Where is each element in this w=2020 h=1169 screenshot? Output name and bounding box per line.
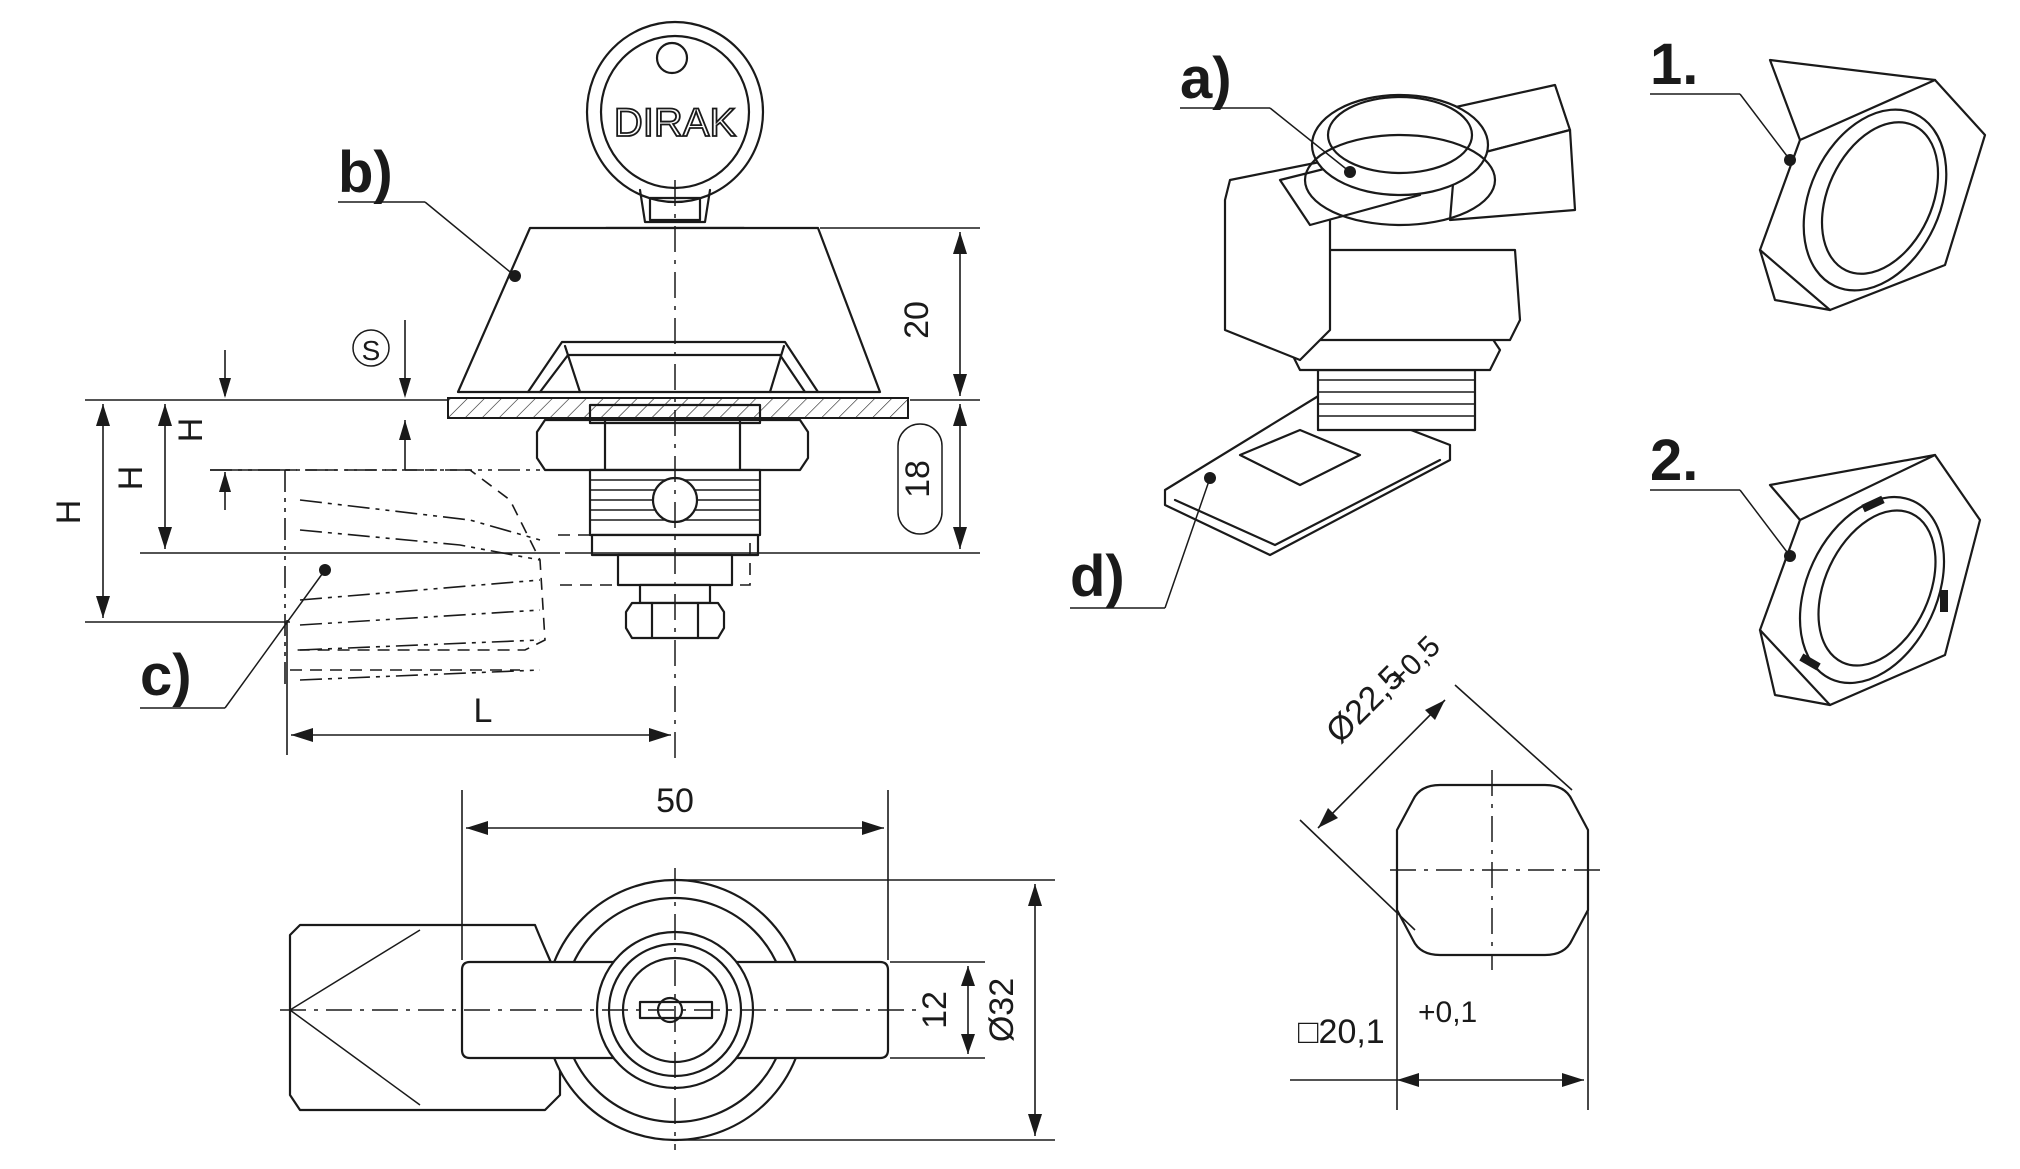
dim-50-label: 50: [656, 782, 694, 820]
hex-nut-2: 2.: [1650, 428, 1982, 707]
callout-c: c): [140, 564, 331, 709]
callout-b: b): [338, 140, 521, 282]
dimension-12: 12: [890, 961, 985, 1059]
dim-20-label: 20: [898, 301, 936, 339]
dim-h-outer-label: H: [50, 500, 88, 525]
dim-32-label: Ø32: [983, 978, 1021, 1042]
wing-handle-side: [456, 226, 882, 394]
dim-l-label: L: [474, 692, 493, 730]
callout-b-label: b): [338, 140, 393, 205]
callout-d-label: d): [1070, 544, 1125, 609]
cutout-square-tolerance: +0,1: [1418, 996, 1477, 1029]
mounting-panel: [447, 397, 909, 419]
callout-c-label: c): [140, 643, 192, 708]
hex-nut-1: 1.: [1650, 32, 1987, 312]
panel-cutout: Ø22,5 +0,5 □20,1 +0,1: [1290, 630, 1600, 1110]
dim-12-label: 12: [916, 991, 954, 1029]
dim-s-label: S: [362, 335, 381, 366]
dimension-20-18: 20 18: [565, 227, 980, 554]
dimension-h-group: H H H: [50, 350, 560, 623]
callout-d: d): [1070, 472, 1216, 609]
dimension-32: Ø32: [680, 879, 1055, 1141]
side-view: DIRAK: [50, 20, 980, 760]
cam-hidden-outline: [210, 469, 751, 690]
top-view: 50 12 Ø32: [280, 782, 1055, 1150]
callout-a: a): [1180, 46, 1356, 178]
isometric-lock: [1163, 83, 1577, 557]
dim-h-middle-label: H: [112, 466, 150, 491]
dim-h-inner-label: H: [172, 418, 210, 443]
nut-1-label: 1.: [1650, 32, 1698, 97]
dimension-50: 50: [461, 782, 889, 960]
key-brand-label: DIRAK: [614, 101, 737, 145]
cutout-square-label: □20,1: [1298, 1013, 1385, 1051]
dimension-s: S: [352, 320, 411, 470]
dimension-l: L: [286, 620, 671, 755]
dim-18-label: 18: [899, 460, 937, 498]
callout-a-label: a): [1180, 46, 1232, 111]
nut-2-label: 2.: [1650, 428, 1698, 493]
